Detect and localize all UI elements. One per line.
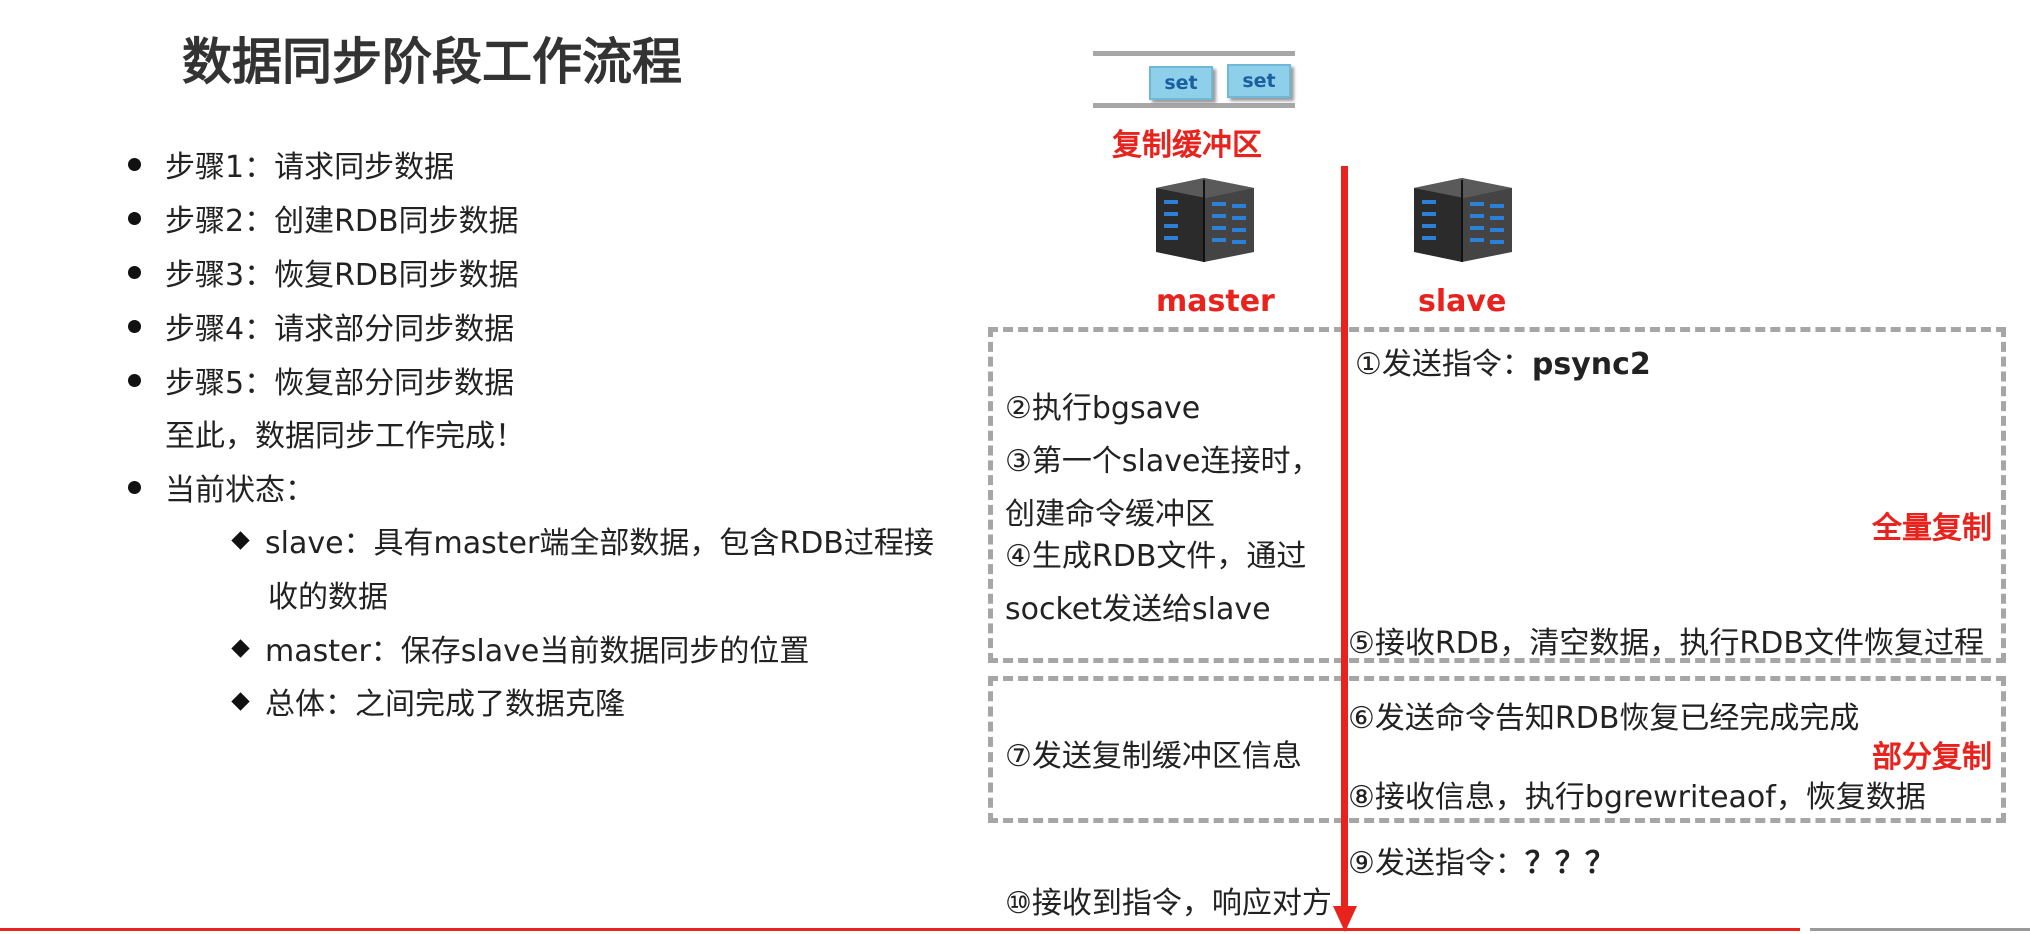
buffer-label: 复制缓冲区 — [1112, 128, 1262, 163]
buffer-top-line — [1093, 51, 1295, 56]
step-9-prefix: ⑨发送指令： — [1348, 846, 1525, 881]
status-item-overall-text: 总体：之间完成了数据克隆 — [265, 687, 625, 722]
list-item-step3: 步骤3：恢复RDB同步数据 — [128, 250, 519, 294]
bullet-icon — [128, 265, 141, 279]
status-item-slave-cont: 收的数据 — [268, 580, 388, 615]
step-8: ⑧接收信息，执行bgrewriteaof，恢复数据 — [1348, 780, 1926, 815]
step-5: ⑤接收RDB，清空数据，执行RDB文件恢复过程 — [1348, 626, 1984, 661]
step3-text: 步骤3：恢复RDB同步数据 — [165, 258, 519, 293]
step-4a: ④生成RDB文件，通过 — [1005, 539, 1307, 574]
slave-label: slave — [1418, 284, 1507, 319]
master-server-icon — [1156, 178, 1254, 262]
list-item-step2: 步骤2：创建RDB同步数据 — [128, 196, 519, 240]
step-7: ⑦发送复制缓冲区信息 — [1005, 739, 1302, 774]
list-item-step1: 步骤1：请求同步数据 — [128, 142, 454, 186]
full-copy-label: 全量复制 — [1872, 511, 1992, 546]
list-item-step5: 步骤5：恢复部分同步数据 — [128, 358, 514, 402]
status-item-slave: slave：具有master端全部数据，包含RDB过程接 — [231, 518, 934, 562]
page-title: 数据同步阶段工作流程 — [182, 33, 682, 91]
status-item-master-text: master：保存slave当前数据同步的位置 — [265, 634, 810, 669]
step-9-cmd: ？？？ — [1524, 846, 1615, 881]
master-label: master — [1156, 284, 1275, 319]
status-item-slave-text: slave：具有master端全部数据，包含RDB过程接 — [265, 526, 934, 561]
diamond-bullet-icon — [231, 691, 250, 711]
diamond-bullet-icon — [231, 638, 250, 658]
bullet-icon — [128, 373, 141, 387]
bullet-icon — [128, 157, 141, 171]
slave-server-icon — [1414, 178, 1512, 262]
step-1: ①发送指令：psync2 — [1355, 339, 1651, 383]
full-copy-box — [988, 327, 2006, 663]
buffer-chip-set-2: set — [1227, 64, 1291, 98]
partial-copy-label: 部分复制 — [1872, 740, 1992, 775]
list-item-step4: 步骤4：请求部分同步数据 — [128, 304, 514, 348]
status-item-master: master：保存slave当前数据同步的位置 — [231, 626, 810, 670]
step-1-cmd: psync2 — [1531, 347, 1651, 382]
step-2: ②执行bgsave — [1005, 391, 1201, 426]
step-6: ⑥发送命令告知RDB恢复已经完成完成 — [1348, 701, 1860, 736]
bullet-icon — [128, 319, 141, 333]
step2-text: 步骤2：创建RDB同步数据 — [165, 204, 519, 239]
status-heading: 当前状态： — [128, 465, 315, 509]
timeline-arrow-icon — [1333, 166, 1357, 932]
diamond-bullet-icon — [231, 530, 250, 550]
bullet-icon — [128, 211, 141, 225]
step4-text: 步骤4：请求部分同步数据 — [165, 312, 515, 347]
step-4b: socket发送给slave — [1005, 592, 1271, 627]
done-text: 至此，数据同步工作完成！ — [165, 419, 525, 454]
status-heading-text: 当前状态： — [165, 473, 315, 508]
buffer-bottom-line — [1093, 103, 1295, 108]
bottom-rule-gray — [1810, 928, 2030, 931]
step-10: ⑩接收到指令，响应对方 — [1005, 886, 1332, 921]
status-item-overall: 总体：之间完成了数据克隆 — [231, 679, 625, 723]
bullet-icon — [128, 480, 141, 494]
partial-copy-box — [988, 676, 2006, 823]
bottom-rule — [0, 928, 1800, 931]
step-1-prefix: ①发送指令： — [1355, 347, 1532, 382]
step-3a: ③第一个slave连接时， — [1005, 444, 1321, 479]
step1-text: 步骤1：请求同步数据 — [165, 150, 455, 185]
buffer-chip-set-1: set — [1149, 66, 1213, 100]
step5-text: 步骤5：恢复部分同步数据 — [165, 366, 515, 401]
step-9: ⑨发送指令：？？？ — [1348, 838, 1615, 882]
step-3b: 创建命令缓冲区 — [1005, 497, 1215, 532]
